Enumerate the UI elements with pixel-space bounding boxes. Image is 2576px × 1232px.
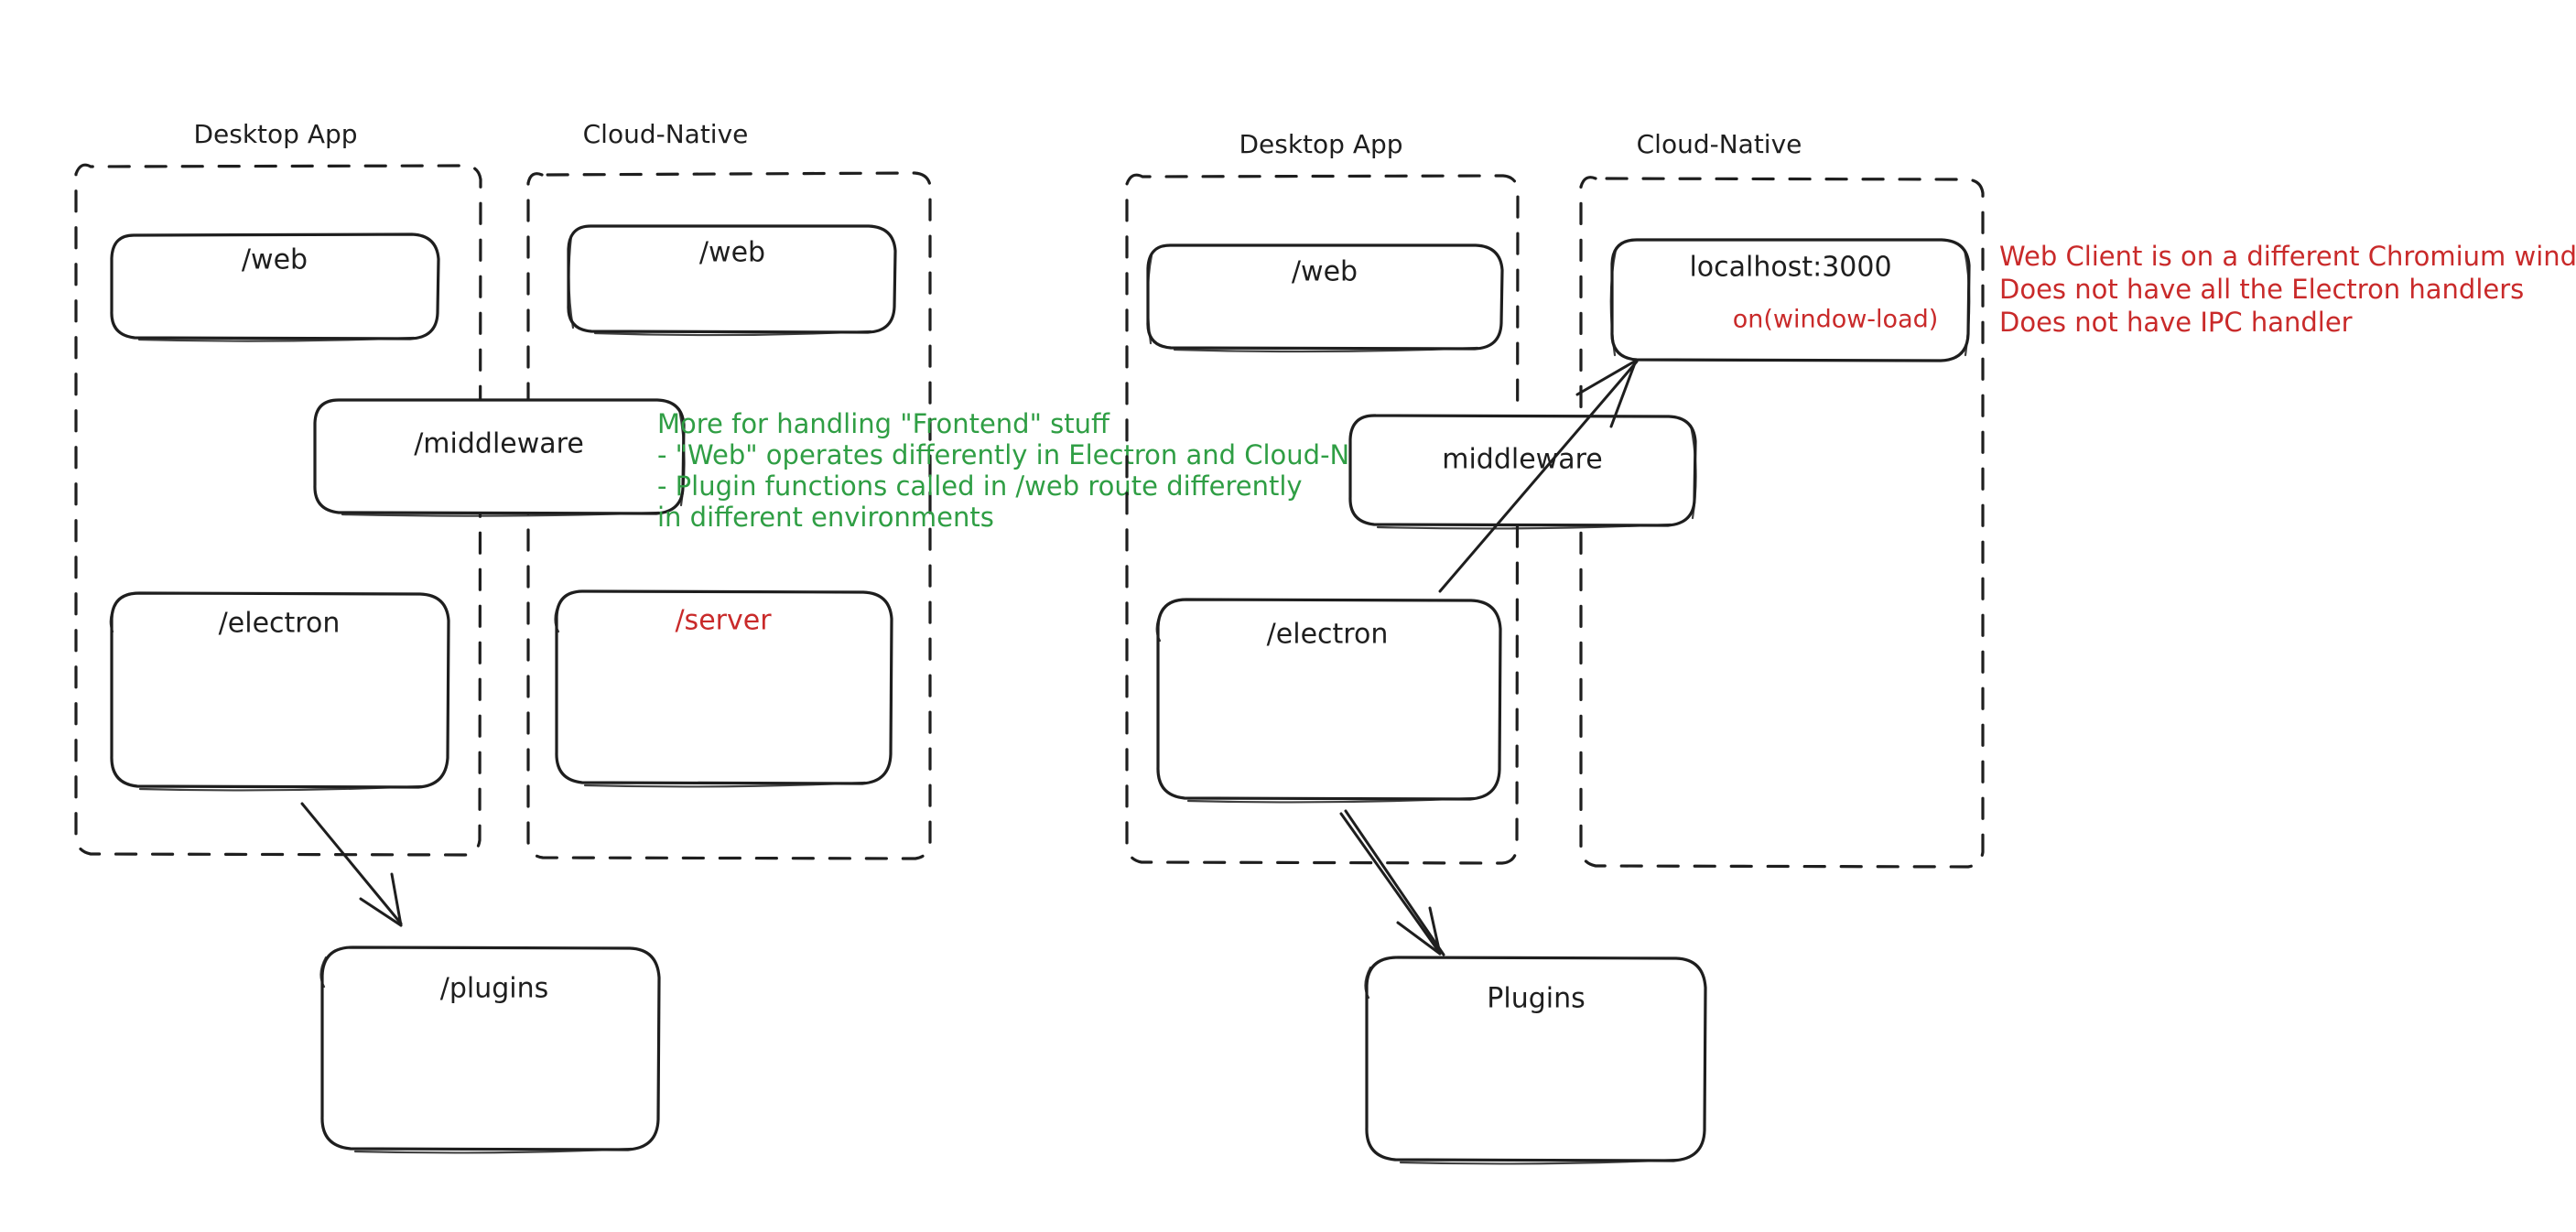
box-sublabel-on-window-load: on(window-load) <box>1733 306 1939 334</box>
group-label-desktop-app-right: Desktop App <box>1239 129 1402 159</box>
box-server-left[interactable]: /server <box>554 589 893 788</box>
box-label-plugins-left: /plugins <box>440 973 549 1005</box>
box-web-desktop-left[interactable]: /web <box>110 232 440 342</box>
box-localhost-3000[interactable]: localhost:3000 on(window-load) <box>1609 238 1971 362</box>
note-red: Web Client is on a different Chromium wi… <box>1999 241 2576 338</box>
box-middleware-right[interactable]: middleware <box>1348 414 1697 530</box>
note-red-line-1: Web Client is on a different Chromium wi… <box>1999 241 2576 272</box>
box-web-desktop-right[interactable]: /web <box>1146 243 1504 353</box>
group-container-cloud-native-left <box>526 171 932 860</box>
note-green-line-2: - "Web" operates differently in Electron… <box>657 439 1415 470</box>
box-label-localhost-3000: localhost:3000 <box>1689 252 1891 284</box>
note-green-line-1: More for handling "Frontend" stuff <box>657 408 1110 439</box>
arrow-electron-to-plugins-right <box>1339 809 1445 956</box>
box-label-web-desktop-left: /web <box>242 244 308 276</box>
group-label-cloud-native-left: Cloud-Native <box>583 119 749 149</box>
arrow-electron-to-plugins-left <box>300 802 403 927</box>
group-container-desktop-app-left <box>74 163 482 857</box>
group-label-desktop-app-left: Desktop App <box>193 119 357 149</box>
box-label-electron-left: /electron <box>219 608 341 640</box>
note-red-line-2: Does not have all the Electron handlers <box>1999 274 2524 305</box>
group-container-cloud-native-right <box>1579 176 1985 869</box>
box-label-middleware-left: /middleware <box>414 428 584 460</box>
note-green: More for handling "Frontend" stuff - "We… <box>657 408 1415 533</box>
box-plugins-left[interactable]: /plugins <box>319 946 661 1154</box>
box-label-plugins-right: Plugins <box>1487 983 1585 1015</box>
box-middleware-left[interactable]: /middleware <box>313 398 686 517</box>
group-container-desktop-app-right <box>1125 173 1520 865</box>
box-electron-left[interactable]: /electron <box>109 591 450 792</box>
box-label-web-desktop-right: /web <box>1292 256 1358 288</box>
box-label-middleware-right: middleware <box>1442 444 1603 476</box>
note-green-line-3: - Plugin functions called in /web route … <box>657 470 1303 502</box>
box-plugins-right[interactable]: Plugins <box>1364 956 1707 1165</box>
note-red-line-3: Does not have IPC handler <box>1999 307 2353 338</box>
box-label-server-left: /server <box>675 605 772 637</box>
box-label-web-cloud-left: /web <box>699 237 765 269</box>
note-green-line-4: in different environments <box>657 502 994 533</box>
group-label-cloud-native-right: Cloud-Native <box>1637 129 1802 159</box>
arrow-electron-to-localhost <box>1438 359 1639 593</box>
box-web-cloud-left[interactable]: /web <box>567 224 897 337</box>
box-label-electron-right: /electron <box>1267 619 1389 651</box>
box-electron-right[interactable]: /electron <box>1155 598 1502 804</box>
